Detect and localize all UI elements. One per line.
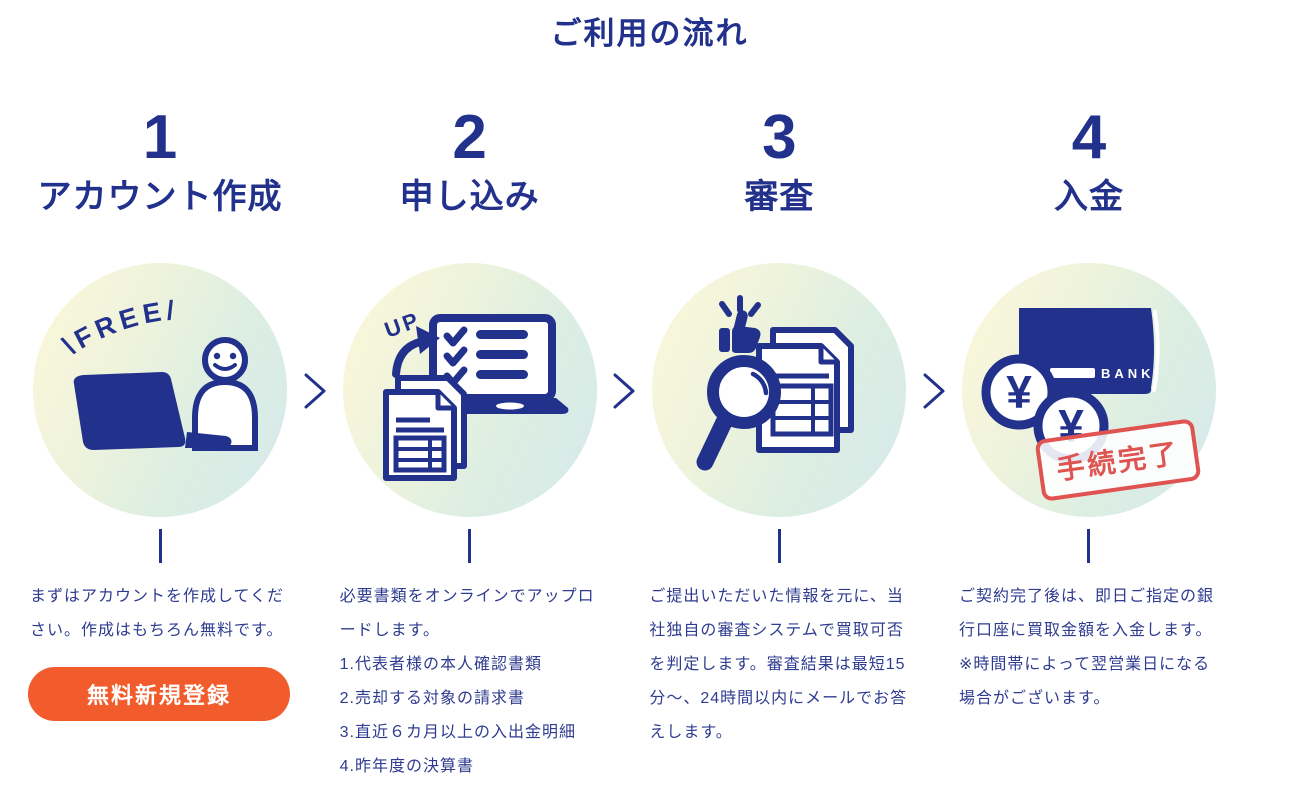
svg-text:¥: ¥ — [1006, 366, 1032, 418]
step-deposit: 4 入金 BANK ¥ ¥ 手続完了 ご契約完了後は、即日ご指定の銀 — [957, 55, 1221, 784]
upload-documents-laptop-icon: UP — [381, 306, 569, 481]
next-step-chevron-icon — [613, 373, 635, 409]
svg-text:\FREE/: \FREE/ — [58, 295, 180, 361]
step-title: 申し込み — [399, 177, 540, 216]
step-title: アカウント作成 — [37, 177, 283, 216]
next-step-chevron-icon — [923, 373, 945, 409]
connector-line — [468, 528, 472, 563]
step-number: 4 — [1071, 102, 1107, 172]
step-description: ご契約完了後は、即日ご指定の銀行口座に買取金額を入金します。 ※時間帯によって翌… — [958, 587, 1214, 707]
step-number: 2 — [452, 102, 487, 172]
step-number: 1 — [142, 102, 178, 172]
steps-row: 1 アカウント作成 \FREE/ — [0, 55, 1299, 784]
step-title: 審査 — [744, 177, 815, 216]
step-application: 2 申し込み UP — [338, 55, 602, 784]
svg-text:BANK: BANK — [1101, 366, 1155, 381]
step-illustration-circle: BANK ¥ ¥ 手続完了 — [961, 262, 1216, 517]
step-description: 必要書類をオンラインでアップロードします。 1.代表者様の本人確認書類 2.売却… — [339, 587, 595, 775]
step-description: まずはアカウントを作成してください。作成はもちろん無料です。 — [30, 587, 285, 639]
step-number: 3 — [762, 102, 797, 172]
step-account-creation: 1 アカウント作成 \FREE/ — [28, 55, 292, 784]
next-step-chevron-icon — [304, 373, 326, 409]
free-signup-button[interactable]: 無料新規登録 — [28, 666, 290, 721]
step-title: 入金 — [1053, 177, 1124, 216]
step-illustration-circle: UP — [342, 262, 597, 517]
connector-line — [1087, 528, 1091, 563]
magnifier-documents-thumbsup-icon — [696, 294, 855, 471]
step-illustration-circle — [652, 262, 907, 517]
connector-line — [158, 528, 162, 563]
step-illustration-circle: \FREE/ — [33, 262, 287, 517]
step-description: ご提出いただいた情報を元に、当社独自の審査システムで買取可否を判定します。審査結… — [649, 587, 908, 741]
step-review: 3 審査 — [647, 55, 911, 784]
bankbook-yen-coins-icon: BANK ¥ ¥ — [981, 307, 1160, 464]
connector-line — [777, 528, 781, 563]
free-laptop-person-icon: \FREE/ — [58, 295, 258, 451]
section-title: ご利用の流れ — [550, 16, 749, 51]
